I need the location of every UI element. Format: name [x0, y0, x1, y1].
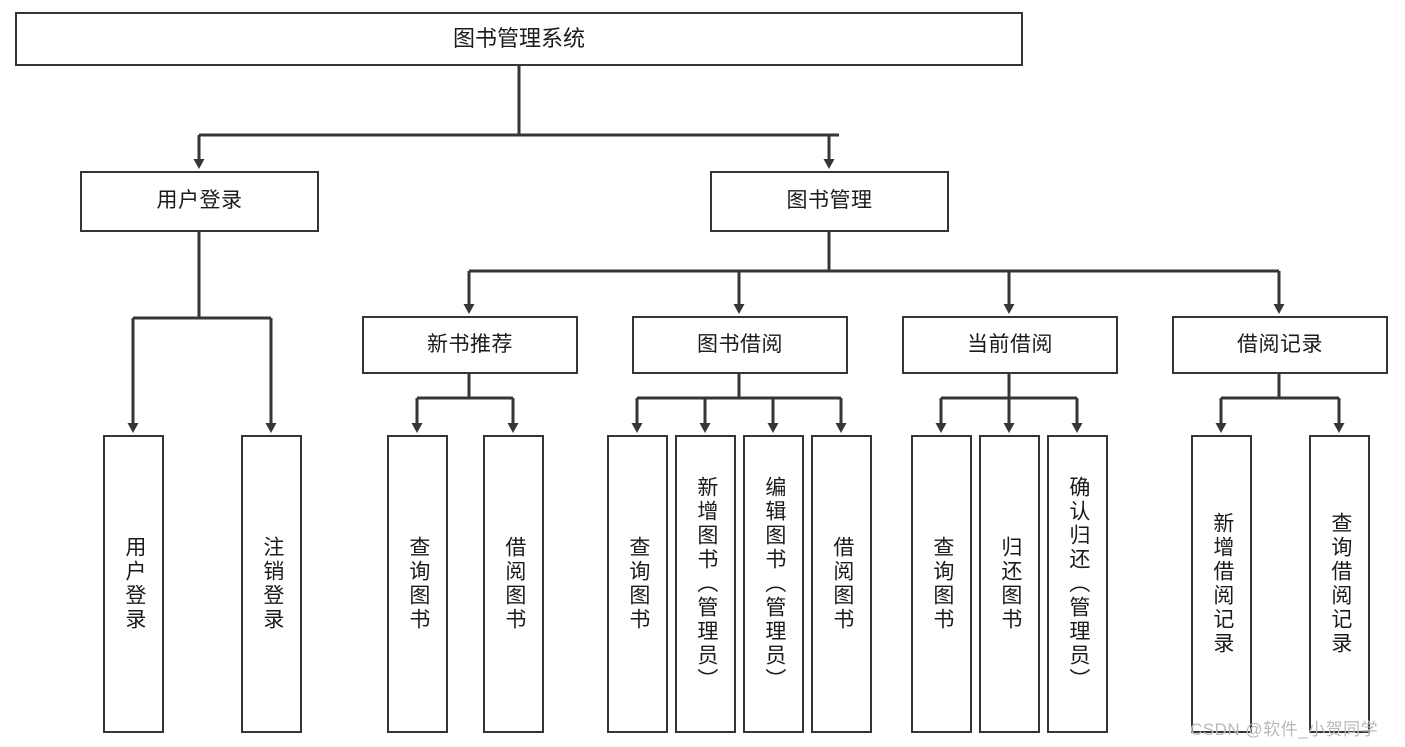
node-leaf-confirm-return[interactable]: 确认归还（管理员）	[1047, 435, 1108, 733]
node-book-management[interactable]: 图书管理	[710, 171, 949, 232]
node-leaf-confirm-return-label: 确认归还（管理员）	[1066, 476, 1090, 692]
node-borrow-record-label: 借阅记录	[1237, 332, 1323, 356]
node-leaf-query-borrow-record-label: 查询借阅记录	[1328, 512, 1352, 656]
node-leaf-borrow-book-newbook-label: 借阅图书	[502, 536, 526, 632]
node-borrow-record[interactable]: 借阅记录	[1172, 316, 1388, 374]
node-book-borrow-label: 图书借阅	[697, 332, 783, 356]
node-leaf-add-borrow-record[interactable]: 新增借阅记录	[1191, 435, 1252, 733]
node-leaf-query-borrow-record[interactable]: 查询借阅记录	[1309, 435, 1370, 733]
node-leaf-add-book-label: 新增图书（管理员）	[694, 476, 718, 692]
node-leaf-logout-label: 注销登录	[260, 536, 284, 632]
node-current-borrow-label: 当前借阅	[967, 332, 1053, 356]
node-leaf-user-login-label: 用户登录	[122, 536, 146, 632]
node-leaf-borrow-book[interactable]: 借阅图书	[811, 435, 872, 733]
node-root-label: 图书管理系统	[452, 26, 585, 52]
node-leaf-query-book-current[interactable]: 查询图书	[911, 435, 972, 733]
node-leaf-query-book-newbook-label: 查询图书	[406, 536, 430, 632]
node-user-login[interactable]: 用户登录	[80, 171, 319, 232]
node-leaf-return-book[interactable]: 归还图书	[979, 435, 1040, 733]
node-leaf-add-book[interactable]: 新增图书（管理员）	[675, 435, 736, 733]
node-root[interactable]: 图书管理系统	[15, 12, 1023, 66]
node-leaf-borrow-book-label: 借阅图书	[830, 536, 854, 632]
node-book-management-label: 图书管理	[786, 189, 873, 213]
node-leaf-add-borrow-record-label: 新增借阅记录	[1210, 512, 1234, 656]
node-leaf-query-book-borrow-label: 查询图书	[626, 536, 650, 632]
node-user-login-label: 用户登录	[156, 189, 243, 213]
node-current-borrow[interactable]: 当前借阅	[902, 316, 1118, 374]
node-leaf-logout[interactable]: 注销登录	[241, 435, 302, 733]
node-new-book-recommend-label: 新书推荐	[427, 332, 513, 356]
node-leaf-edit-book-label: 编辑图书（管理员）	[762, 476, 786, 692]
node-leaf-borrow-book-newbook[interactable]: 借阅图书	[483, 435, 544, 733]
node-new-book-recommend[interactable]: 新书推荐	[362, 316, 578, 374]
node-book-borrow[interactable]: 图书借阅	[632, 316, 848, 374]
node-leaf-edit-book[interactable]: 编辑图书（管理员）	[743, 435, 804, 733]
node-leaf-user-login[interactable]: 用户登录	[103, 435, 164, 733]
node-leaf-query-book-newbook[interactable]: 查询图书	[387, 435, 448, 733]
node-leaf-query-book-current-label: 查询图书	[930, 536, 954, 632]
node-leaf-return-book-label: 归还图书	[998, 536, 1022, 632]
node-leaf-query-book-borrow[interactable]: 查询图书	[607, 435, 668, 733]
watermark-text: CSDN @软件_小贺同学	[1190, 720, 1379, 739]
